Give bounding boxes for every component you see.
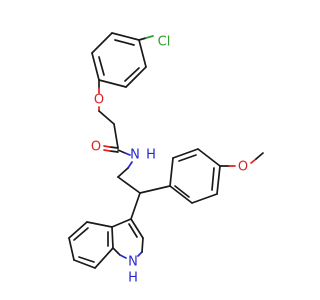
carbonyl-amide-bond [117,149,126,154]
indole-h-label: H [128,271,138,286]
amide-n-label: N [130,148,140,163]
indole-benzene-ring [68,221,114,269]
oxy-methylene-bond [98,110,115,125]
methine-aryl-bond [139,185,171,194]
methine-indole-bond [130,192,141,220]
molecule-structure: Cl O O N H O [68,32,264,286]
carbonyl-oxygen-label: O [91,140,101,155]
amide-methylene-bond [117,167,129,178]
carbonyl-double-bond [103,145,119,153]
chlorophenyl-ring [91,32,147,88]
methoxyphenyl-ring [169,148,221,204]
methylene-carbonyl-bond [113,123,119,149]
c-cl-bond-chlorine [145,35,154,39]
amide-h-label: H [146,148,156,163]
ether-oxygen-label: O [94,93,104,108]
indole-pyrrole-ring [111,218,144,259]
methyl-bond [255,152,264,160]
methoxy-oxygen-label: O [238,160,248,175]
indole-n-label: N [128,255,138,270]
chlorine-label: Cl [158,35,171,50]
c-cl-bond-carbon [138,37,147,41]
methylene-methine-bond [117,176,141,194]
